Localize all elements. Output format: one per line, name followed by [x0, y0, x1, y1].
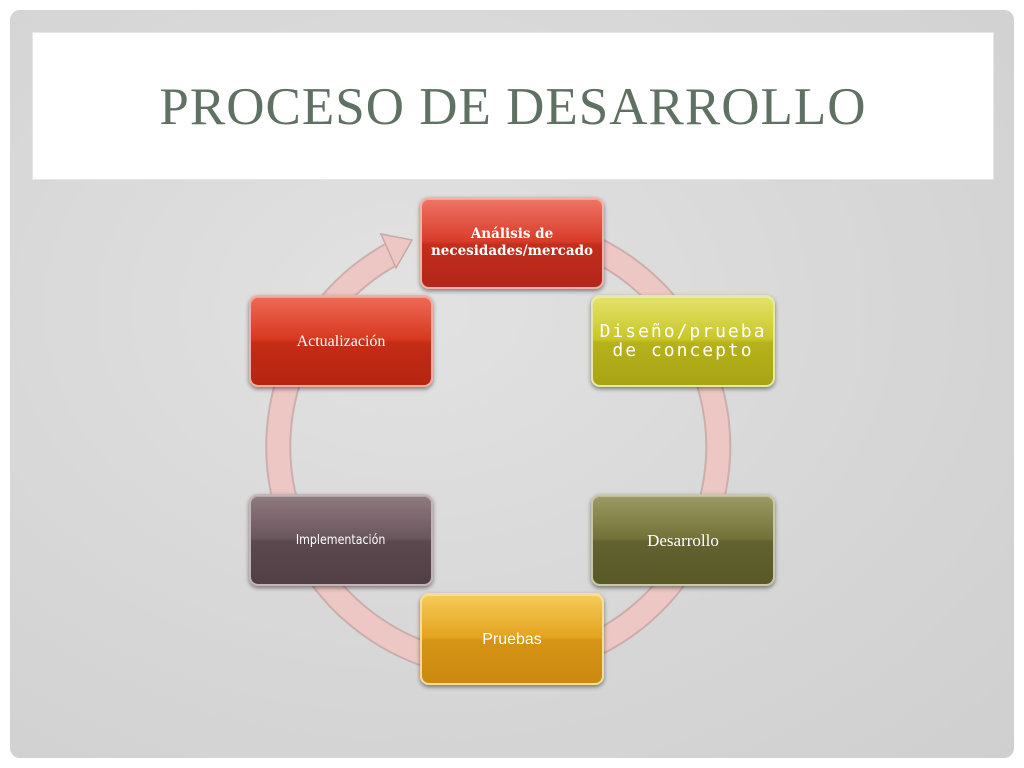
cycle-arrowhead — [379, 232, 414, 270]
cycle-node-analisis: Análisis de necesidades/mercado — [420, 197, 604, 289]
cycle-node-label: Pruebas — [482, 630, 542, 648]
title-box: PROCESO DE DESARROLLO — [32, 32, 994, 180]
cycle-node-label: Actualización — [296, 332, 386, 350]
cycle-node-implementacion: Implementación — [249, 494, 433, 586]
cycle-node-label: Diseño/prueba de concepto — [599, 321, 767, 361]
cycle-node-diseno: Diseño/prueba de concepto — [591, 295, 775, 387]
cycle-node-label: Implementación — [296, 532, 386, 548]
cycle-node-label: Desarrollo — [647, 530, 719, 550]
cycle-node-pruebas: Pruebas — [420, 593, 604, 685]
cycle-node-desarrollo: Desarrollo — [591, 494, 775, 586]
cycle-node-actualizacion: Actualización — [249, 295, 433, 387]
slide-title: PROCESO DE DESARROLLO — [159, 78, 867, 136]
cycle-node-label: Análisis de necesidades/mercado — [430, 226, 594, 259]
